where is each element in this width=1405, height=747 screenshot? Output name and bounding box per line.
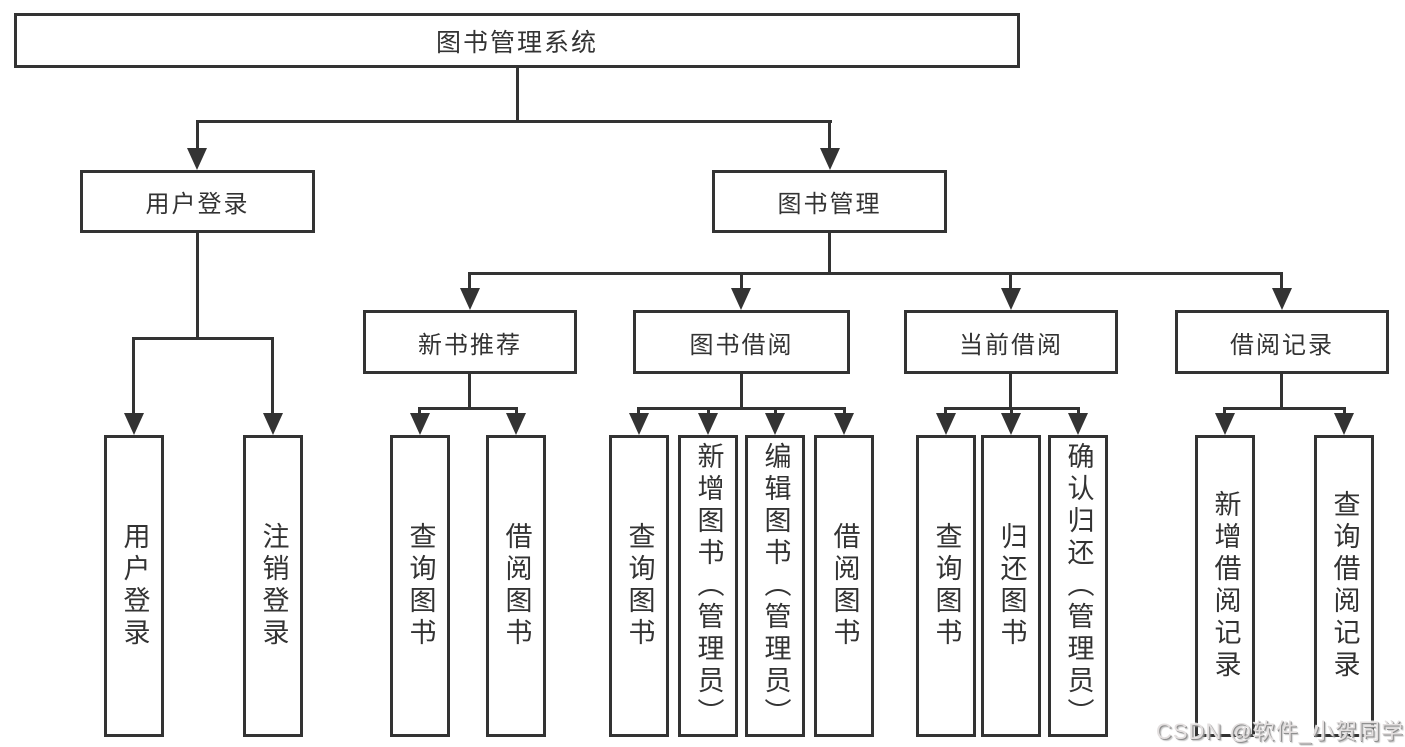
leaf-add-book-admin: 新增图书（管理员） <box>678 435 738 737</box>
arrow-down-icon <box>820 148 840 170</box>
csdn-watermark: CSDN @软件_小贺同学 <box>1156 719 1405 744</box>
node-borrow-records-label: 借阅记录 <box>1230 331 1334 359</box>
arrow-down-icon <box>731 288 751 310</box>
leaf-label: 新增图书（管理员） <box>693 442 724 730</box>
node-new-book-recommend-label: 新书推荐 <box>418 331 522 359</box>
leaf-query-books-1: 查询图书 <box>390 435 450 737</box>
connector-line <box>271 337 274 415</box>
connector-line <box>418 407 518 410</box>
leaf-label: 查询图书 <box>624 522 655 650</box>
leaf-return-books: 归还图书 <box>981 435 1041 737</box>
arrow-down-icon <box>834 413 854 435</box>
node-root-label: 图书管理系统 <box>435 28 598 57</box>
leaf-query-borrow-record: 查询借阅记录 <box>1314 435 1374 737</box>
connector-line <box>132 337 135 415</box>
arrow-down-icon <box>936 413 956 435</box>
leaf-label: 编辑图书（管理员） <box>760 442 791 730</box>
leaf-label: 归还图书 <box>996 522 1027 650</box>
connector-line <box>468 272 1283 275</box>
leaf-label: 查询借阅记录 <box>1329 490 1360 682</box>
arrow-down-icon <box>1001 413 1021 435</box>
arrow-down-icon <box>124 413 144 435</box>
connector-line <box>196 233 199 339</box>
connector-line <box>740 272 743 290</box>
node-user-login-label: 用户登录 <box>145 191 250 218</box>
arrow-down-icon <box>1068 413 1088 435</box>
leaf-confirm-return-admin: 确认归还（管理员） <box>1048 435 1108 737</box>
node-book-borrow-label: 图书借阅 <box>689 331 794 359</box>
node-current-borrow: 当前借阅 <box>904 310 1118 374</box>
leaf-borrow-books-1: 借阅图书 <box>486 435 546 737</box>
leaf-edit-book-admin: 编辑图书（管理员） <box>745 435 805 737</box>
connector-line <box>637 407 640 416</box>
node-new-book-recommend: 新书推荐 <box>363 310 577 374</box>
node-borrow-records: 借阅记录 <box>1175 310 1389 374</box>
leaf-label: 确认归还（管理员） <box>1063 442 1094 730</box>
node-book-borrow: 图书借阅 <box>633 310 850 374</box>
leaf-query-books-3: 查询图书 <box>916 435 976 737</box>
node-user-login: 用户登录 <box>80 170 315 233</box>
connector-line <box>418 407 421 416</box>
connector-line <box>1223 407 1346 410</box>
arrow-down-icon <box>1272 288 1292 310</box>
connector-line <box>1010 407 1013 416</box>
leaf-add-borrow-record: 新增借阅记录 <box>1195 435 1255 737</box>
connector-line <box>1280 272 1283 290</box>
connector-line <box>1223 407 1226 416</box>
connector-line <box>740 374 743 410</box>
arrow-down-icon <box>263 413 283 435</box>
connector-line <box>1280 374 1283 410</box>
leaf-label: 用户登录 <box>119 522 150 650</box>
connector-line <box>196 120 832 123</box>
connector-line <box>774 407 777 416</box>
leaf-query-books-2: 查询图书 <box>609 435 669 737</box>
connector-line <box>843 407 846 416</box>
leaf-label: 注销登录 <box>258 522 289 650</box>
arrow-down-icon <box>187 148 207 170</box>
connector-line <box>637 407 846 410</box>
leaf-user-login: 用户登录 <box>104 435 164 737</box>
arrow-down-icon <box>410 413 430 435</box>
connector-line <box>1009 272 1012 290</box>
arrow-down-icon <box>460 288 480 310</box>
leaf-logout: 注销登录 <box>243 435 303 737</box>
node-current-borrow-label: 当前借阅 <box>959 331 1063 359</box>
connector-line <box>516 68 519 120</box>
leaf-label: 查询图书 <box>405 522 436 650</box>
leaf-label: 查询图书 <box>931 522 962 650</box>
leaf-label: 借阅图书 <box>829 522 860 650</box>
arrow-down-icon <box>506 413 526 435</box>
leaf-label: 借阅图书 <box>501 522 532 650</box>
connector-line <box>707 407 710 416</box>
arrow-down-icon <box>1215 413 1235 435</box>
node-book-management: 图书管理 <box>712 170 947 233</box>
connector-line <box>1077 407 1080 416</box>
connector-line <box>132 337 274 340</box>
connector-line <box>944 407 947 416</box>
connector-line <box>828 120 831 150</box>
arrow-down-icon <box>629 413 649 435</box>
connector-line <box>196 120 199 150</box>
connector-line <box>468 272 471 290</box>
node-book-management-label: 图书管理 <box>777 191 882 218</box>
connector-line <box>515 407 518 416</box>
arrow-down-icon <box>1334 413 1354 435</box>
connector-line <box>828 233 831 272</box>
connector-line <box>468 374 471 410</box>
arrow-down-icon <box>1001 288 1021 310</box>
node-root: 图书管理系统 <box>14 13 1020 68</box>
leaf-label: 新增借阅记录 <box>1210 490 1241 682</box>
arrow-down-icon <box>698 413 718 435</box>
connector-line <box>1343 407 1346 416</box>
leaf-borrow-books-2: 借阅图书 <box>814 435 874 737</box>
arrow-down-icon <box>765 413 785 435</box>
connector-line <box>1009 374 1012 410</box>
